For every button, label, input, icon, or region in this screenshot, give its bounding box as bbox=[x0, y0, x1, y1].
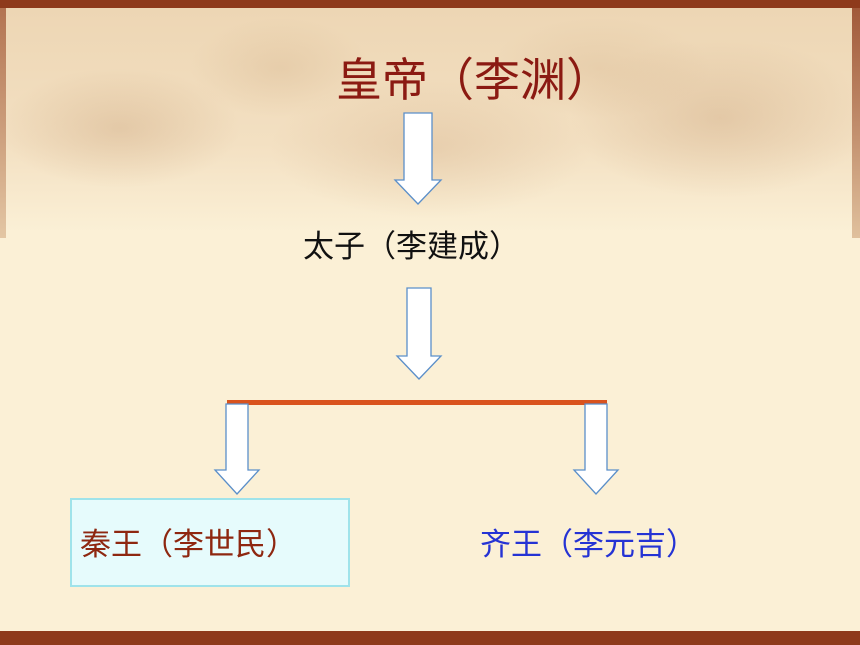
down-arrow-icon bbox=[393, 112, 443, 205]
down-arrow-icon bbox=[572, 403, 620, 495]
bottom-border bbox=[0, 631, 860, 645]
down-arrow-icon bbox=[395, 287, 443, 380]
right-edge bbox=[852, 8, 860, 238]
prince-qi-label: 齐王（李元吉） bbox=[480, 527, 697, 563]
down-arrow-icon bbox=[213, 403, 261, 495]
branch-line bbox=[227, 400, 607, 405]
emperor-label: 皇帝（李渊） bbox=[336, 53, 612, 107]
top-border bbox=[0, 0, 860, 8]
left-edge bbox=[0, 8, 6, 238]
prince-qin-label: 秦王（李世民） bbox=[80, 527, 297, 563]
crown-prince-label: 太子（李建成） bbox=[303, 229, 520, 265]
highlight-box bbox=[70, 498, 350, 587]
